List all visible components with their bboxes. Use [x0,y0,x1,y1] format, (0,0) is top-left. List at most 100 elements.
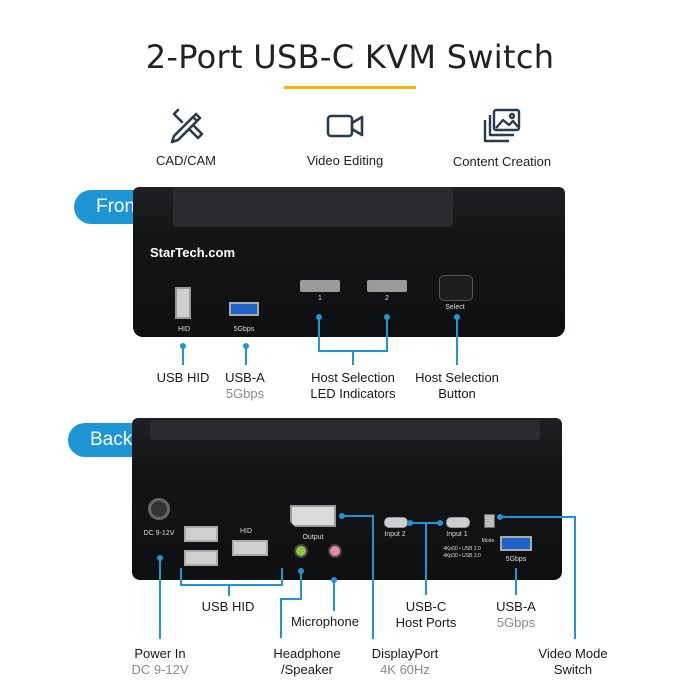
hid-group-label: HID [239,528,253,535]
select-button-label: Select [445,304,465,311]
callout-line [182,345,184,365]
feature-label: Content Creation [452,154,552,169]
feature-label: CAD/CAM [156,153,216,168]
callout-line [300,570,302,600]
callout-mode: Video Mode Switch [525,646,621,678]
callout-usb-a-title: USB-A [225,370,265,385]
front-pill-label: Front [96,196,141,217]
mode-switch[interactable] [484,514,495,528]
led-1-label: 1 [318,295,322,302]
callout-power: Power In DC 9-12V [120,646,200,678]
callout-back-usb-hid: USB HID [201,599,255,614]
output-label: Output [302,534,324,541]
dc-jack [148,498,170,520]
callout-line [343,515,373,517]
callout-headphone: Headphone /Speaker [262,646,352,678]
hid-port-label: HID [177,326,191,333]
callout-line [159,557,161,639]
select-button[interactable] [439,275,473,301]
callout-leds-line1: Host Selection [311,370,395,385]
led-1 [300,280,340,292]
callout-line [180,568,182,586]
callout-leds-line2: LED Indicators [310,386,396,401]
callout-line [280,598,282,638]
front-top-panel [173,187,453,227]
page-title: 2-Port USB-C KVM Switch [145,38,555,76]
callout-headphone-line1: Headphone [273,646,341,661]
usbc-port-2 [384,517,408,528]
callout-line [352,350,354,365]
callout-dot [339,513,345,519]
callout-dot [437,520,443,526]
callout-headphone-line2: /Speaker [280,662,334,677]
callout-line [425,522,427,595]
callout-line [280,598,302,600]
input2-label: Input 2 [384,531,406,538]
callout-line [180,584,283,586]
callout-usbc: USB-C Host Ports [384,599,468,631]
callout-line [515,568,517,595]
headphone-jack [294,544,308,558]
displayport-port [290,505,336,527]
callout-line [372,515,374,639]
mode-label: Mode [481,538,495,544]
feature-cad: CAD/CAM [116,106,256,168]
callout-line [245,345,247,365]
feature-content: Content Creation [432,106,572,169]
callout-back-usba-sub: 5Gbps [496,615,536,630]
mode-option-2: 4Kp30 • USB 3.0 [443,553,481,559]
callout-power-title: Power In [134,646,186,661]
callout-displayport-title: DisplayPort [371,646,439,661]
callout-select-line1: Host Selection [415,370,499,385]
callout-displayport: DisplayPort 4K 60Hz [360,646,450,678]
brand-logo: StarTech.com [150,245,236,260]
front-device: StarTech.com HID 5Gbps 1 2 Select [133,187,565,337]
callout-power-sub: DC 9-12V [131,662,189,677]
usbc-port-1 [446,517,470,528]
callout-mode-line2: Switch [553,662,593,677]
dc-label: DC 9-12V [143,530,175,537]
callout-usb-a-sub: 5Gbps [225,386,265,401]
callout-back-usba: USB-A 5Gbps [476,599,556,631]
callout-displayport-sub: 4K 60Hz [380,662,430,677]
callout-leds: Host Selection LED Indicators [295,370,411,402]
callout-usbc-line2: Host Ports [395,615,457,630]
usba-port [229,302,259,316]
callout-usb-a: USB-A 5Gbps [205,370,285,402]
callout-line [281,568,283,586]
back-usba-label: 5Gbps [505,556,527,563]
callout-usb-hid: USB HID [156,370,210,385]
back-top-panel [150,420,540,440]
callout-line [333,579,335,611]
back-hid-port-3 [232,540,268,556]
title-underline [284,86,416,89]
callout-line [500,516,575,518]
input1-label: Input 1 [446,531,468,538]
hid-port [175,287,191,319]
pencil-ruler-icon [170,108,204,144]
led-2 [367,280,407,292]
microphone-jack [328,544,342,558]
callout-select-line2: Button [438,386,476,401]
usba-port-label: 5Gbps [233,326,255,333]
callout-line [228,584,230,596]
callout-microphone: Microphone [291,614,359,629]
mode-option-1: 4Kp60 • USB 2.0 [443,546,481,552]
led-2-label: 2 [385,295,389,302]
image-gallery-icon [483,108,521,143]
callout-usbc-line1: USB-C [405,599,447,614]
callout-line [318,316,320,352]
feature-label: Video Editing [306,153,384,168]
back-hid-port-1 [184,526,218,542]
callout-back-usba-title: USB-A [496,599,536,614]
back-device: DC 9-12V HID Output Input 2 Input 1 Mode… [132,418,562,580]
callout-line [574,516,576,639]
video-camera-icon [326,114,364,138]
callout-select: Host Selection Button [400,370,514,402]
back-hid-port-2 [184,550,218,566]
back-pill-label: Back [90,429,133,450]
callout-line [456,316,458,365]
callout-line [386,316,388,352]
callout-mode-line1: Video Mode [538,646,608,661]
feature-video: Video Editing [275,106,415,168]
